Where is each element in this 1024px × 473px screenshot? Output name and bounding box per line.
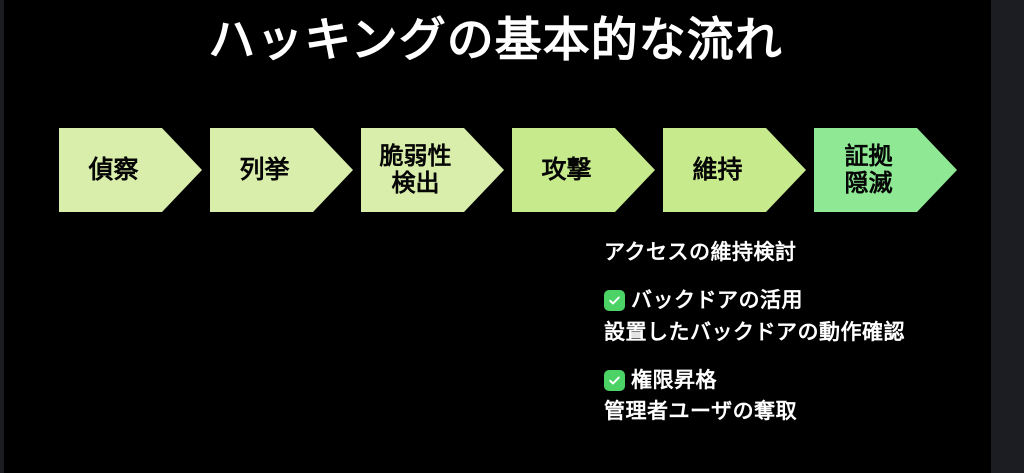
checkbox-checked-icon: [604, 370, 625, 392]
flow-step-attack[interactable]: 攻撃: [512, 128, 655, 212]
page-title: ハッキングの基本的な流れ: [208, 13, 783, 68]
flow-step-reconnaissance[interactable]: 偵察: [59, 128, 202, 212]
left-gutter: [0, 0, 4, 473]
process-flow-diagram: 偵察 列挙 脆弱性 検出 攻撃 維持 証拠 隠滅: [59, 128, 965, 212]
flow-step-vulnerability-detection[interactable]: 脆弱性 検出: [361, 128, 504, 212]
notes-heading: アクセスの維持検討: [604, 240, 797, 264]
flow-step-evidence-erasure[interactable]: 証拠 隠滅: [814, 128, 957, 212]
flow-step-enumeration[interactable]: 列挙: [210, 128, 353, 212]
slide-canvas: ハッキングの基本的な流れ 偵察 列挙 脆弱性 検出 攻撃 維持 証拠 隠滅: [4, 0, 991, 473]
list-item[interactable]: バックドアの活用: [604, 287, 984, 314]
flow-step-label: 脆弱性 検出: [379, 142, 452, 197]
right-gutter: [991, 0, 1024, 473]
notes-panel: アクセスの維持検討 バックドアの活用 設置したバックドアの動作確認: [604, 238, 984, 426]
note-item-label: バックドアの活用: [631, 288, 803, 313]
flow-step-label: 偵察: [88, 155, 139, 184]
note-item-detail: 設置したバックドアの動作確認: [604, 319, 905, 344]
checkbox-checked-icon: [604, 290, 625, 312]
note-group-backdoor: バックドアの活用 設置したバックドアの動作確認: [604, 287, 984, 346]
flow-step-label: 証拠 隠滅: [844, 142, 893, 197]
note-item-detail: 管理者ユーザの奪取: [604, 399, 798, 424]
flow-step-label: 維持: [692, 155, 743, 184]
flow-step-label: 攻撃: [541, 155, 592, 184]
flow-step-maintain[interactable]: 維持: [663, 128, 806, 212]
note-group-privilege-escalation: 権限昇格 管理者ユーザの奪取: [604, 367, 984, 426]
list-item[interactable]: 権限昇格: [604, 367, 984, 394]
flow-step-label: 列挙: [239, 155, 290, 184]
note-item-label: 権限昇格: [631, 367, 717, 392]
